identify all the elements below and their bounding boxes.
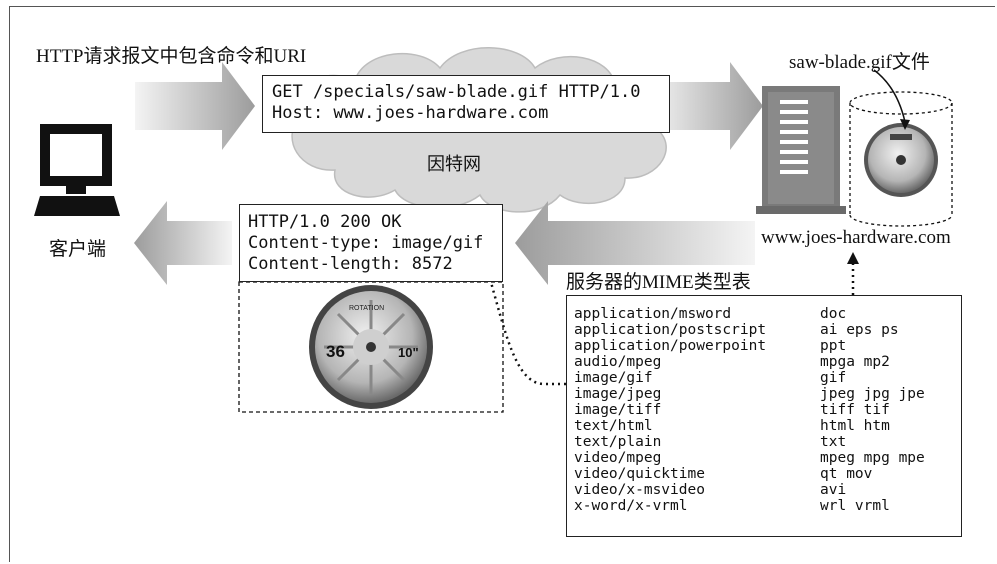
- mime-extension-cell: html htm: [820, 418, 890, 434]
- mime-type-cell: application/postscript: [574, 322, 767, 338]
- mime-extension-cell: doc: [820, 306, 847, 322]
- mime-table-row: application/msword doc: [574, 306, 925, 322]
- figure-frame: [9, 6, 995, 562]
- request-line: GET /specials/saw-blade.gif HTTP/1.0: [272, 82, 641, 102]
- mime-table-row: application/powerpoint ppt: [574, 338, 925, 354]
- response-content-length: Content-length: 8572: [248, 254, 453, 274]
- saw-blade-small-image: [864, 123, 938, 197]
- mime-type-cell: x-word/x-vrml: [574, 498, 688, 514]
- mime-type-cell: video/x-msvideo: [574, 482, 705, 498]
- blade-size-left: 36: [326, 342, 345, 361]
- response-content-type: Content-type: image/gif: [248, 233, 484, 253]
- http-request-message: GET /specials/saw-blade.gif HTTP/1.0 Hos…: [262, 75, 670, 133]
- mime-type-cell: video/quicktime: [574, 466, 705, 482]
- server-host-label: www.joes-hardware.com: [761, 227, 951, 248]
- mime-table-row: image/jpeg jpeg jpg jpe: [574, 386, 925, 402]
- mime-extension-cell: tiff tif: [820, 402, 890, 418]
- mime-type-cell: image/tiff: [574, 402, 662, 418]
- mime-extension-cell: mpeg mpg mpe: [820, 450, 925, 466]
- blade-size-right: 10": [398, 345, 419, 360]
- internet-label: 因特网: [427, 154, 481, 174]
- mime-table-row: video/quicktime qt mov: [574, 466, 925, 482]
- response-status-line: HTTP/1.0 200 OK: [248, 212, 402, 232]
- file-pointer-arrow: [873, 69, 910, 130]
- mime-table-row: audio/mpeg mpga mp2: [574, 354, 925, 370]
- mime-extension-cell: gif: [820, 370, 847, 386]
- request-caption: HTTP请求报文中包含命令和URI: [36, 46, 307, 67]
- mime-extension-cell: ppt: [820, 338, 847, 354]
- mime-table-row: image/gif gif: [574, 370, 925, 386]
- mime-type-cell: text/html: [574, 418, 653, 434]
- mime-extension-cell: jpeg jpg jpe: [820, 386, 925, 402]
- mime-table-row: x-word/x-vrml wrl vrml: [574, 498, 925, 514]
- mime-type-cell: application/msword: [574, 306, 732, 322]
- http-response-message: HTTP/1.0 200 OK Content-type: image/gif …: [239, 204, 503, 282]
- mime-type-cell: video/mpeg: [574, 450, 662, 466]
- mime-type-cell: audio/mpeg: [574, 354, 662, 370]
- mime-type-cell: text/plain: [574, 434, 662, 450]
- mime-table-row: image/tiff tiff tif: [574, 402, 925, 418]
- mime-to-server-connector: [847, 252, 859, 295]
- client-computer-icon: [34, 124, 120, 216]
- mime-table-row: application/postscript ai eps ps: [574, 322, 925, 338]
- mime-table-row: text/html html htm: [574, 418, 925, 434]
- mime-table-row: text/plain txt: [574, 434, 925, 450]
- request-host-header: Host: www.joes-hardware.com: [272, 103, 549, 123]
- mime-extension-cell: qt mov: [820, 466, 873, 482]
- mime-extension-cell: ai eps ps: [820, 322, 899, 338]
- blade-top-text: ROTATION: [349, 305, 384, 312]
- mime-type-cell: image/jpeg: [574, 386, 662, 402]
- client-label: 客户端: [49, 239, 107, 260]
- mime-extension-cell: avi: [820, 482, 847, 498]
- response-arrow: [134, 201, 755, 285]
- mime-table-caption: 服务器的MIME类型表: [566, 272, 751, 293]
- storage-cylinder-icon: [849, 91, 953, 227]
- saw-blade-large-image: 36 10" ROTATION: [309, 285, 433, 409]
- mime-type-cell: application/powerpoint: [574, 338, 767, 354]
- file-caption: saw-blade.gif文件: [789, 52, 930, 73]
- server-icon: [756, 86, 846, 214]
- mime-table-row: video/mpeg mpeg mpg mpe: [574, 450, 925, 466]
- mime-type-cell: image/gif: [574, 370, 653, 386]
- transferred-image-frame: [238, 281, 504, 413]
- mime-extension-cell: wrl vrml: [820, 498, 890, 514]
- mime-extension-cell: txt: [820, 434, 847, 450]
- mime-table-row: video/x-msvideo avi: [574, 482, 925, 498]
- mime-extension-cell: mpga mp2: [820, 354, 890, 370]
- request-arrow: [135, 62, 763, 150]
